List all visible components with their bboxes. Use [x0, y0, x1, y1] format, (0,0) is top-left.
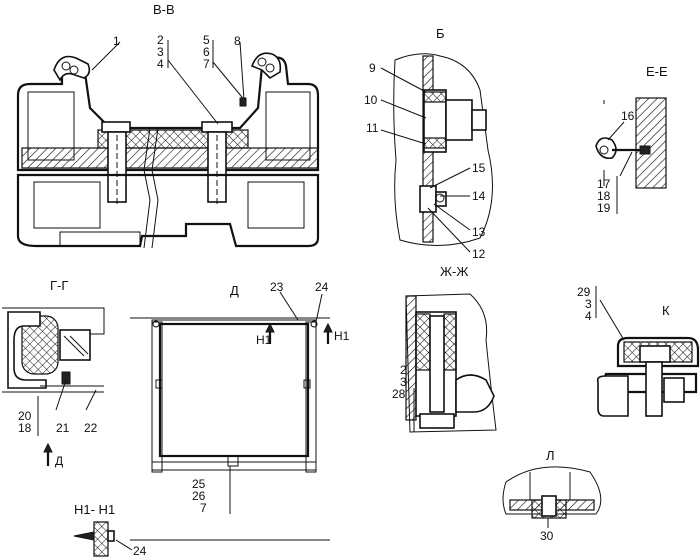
callout-16: 16: [621, 109, 635, 123]
callout-13: 13: [472, 225, 486, 239]
callout-12: 12: [472, 247, 486, 261]
callout-20: 20: [18, 409, 32, 423]
view-title-k: К: [662, 303, 670, 318]
callout-4b: 4: [585, 309, 592, 323]
callout-24: 24: [315, 280, 329, 294]
callout-15: 15: [472, 161, 486, 175]
view-title-gg: Г-Г: [50, 278, 68, 293]
view-gg: Г-Г 20 18 21 22 Д: [2, 278, 105, 468]
callout-1: 1: [113, 34, 120, 48]
callout-26: 26: [192, 489, 206, 503]
callout-10: 10: [364, 93, 378, 107]
callout-6: 6: [203, 45, 210, 59]
callout-7: 7: [203, 57, 210, 71]
view-d: Д Н1 Н1 23 24 25 26 7: [130, 280, 350, 541]
view-title-d: Д: [230, 283, 239, 298]
h1-right: Н1: [334, 329, 350, 343]
callout-18: 18: [597, 189, 611, 203]
callout-2b: 2: [400, 363, 407, 377]
callout-9: 9: [369, 61, 376, 75]
callout-5: 5: [203, 33, 210, 47]
view-title-ee: Е-Е: [646, 64, 668, 79]
callout-24b: 24: [133, 544, 147, 558]
callout-18b: 18: [18, 421, 32, 435]
callout-11: 11: [366, 121, 379, 135]
callout-2: 2: [157, 33, 164, 47]
view-title-n1n1: Н1- Н1: [74, 502, 115, 517]
view-zhzh: Ж-Ж 2 3 28: [392, 264, 497, 433]
view-title-b: Б: [436, 26, 445, 41]
callout-29: 29: [577, 285, 591, 299]
callout-3c: 3: [585, 297, 592, 311]
callout-22: 22: [84, 421, 98, 435]
callout-30: 30: [540, 529, 554, 543]
arrow-label-d: Д: [55, 454, 63, 468]
callout-3b: 3: [400, 375, 407, 389]
callout-21: 21: [56, 421, 70, 435]
view-title-vv: В-В: [153, 2, 175, 17]
callout-8: 8: [234, 34, 241, 48]
callout-23: 23: [270, 280, 284, 294]
callout-19: 19: [597, 201, 611, 215]
view-b: Б 9 10 11 15 14 13 12: [364, 26, 493, 261]
view-k: К 29 3 4: [577, 285, 700, 417]
callout-25: 25: [192, 477, 206, 491]
view-vv: В-В 1 2: [16, 2, 320, 249]
callout-14: 14: [472, 189, 486, 203]
view-title-l: Л: [546, 448, 555, 463]
callout-17: 17: [597, 177, 611, 191]
view-l: Л 30: [502, 448, 602, 543]
view-title-zhzh: Ж-Ж: [440, 264, 468, 279]
callout-28: 28: [392, 387, 406, 401]
view-n1n1: Н1- Н1 24: [73, 502, 147, 558]
view-ee: Е-Е 16 17 18 19: [595, 64, 668, 215]
callout-3: 3: [157, 45, 164, 59]
callout-7b: 7: [200, 501, 207, 515]
callout-4: 4: [157, 57, 164, 71]
h1-left: Н1: [256, 333, 272, 347]
